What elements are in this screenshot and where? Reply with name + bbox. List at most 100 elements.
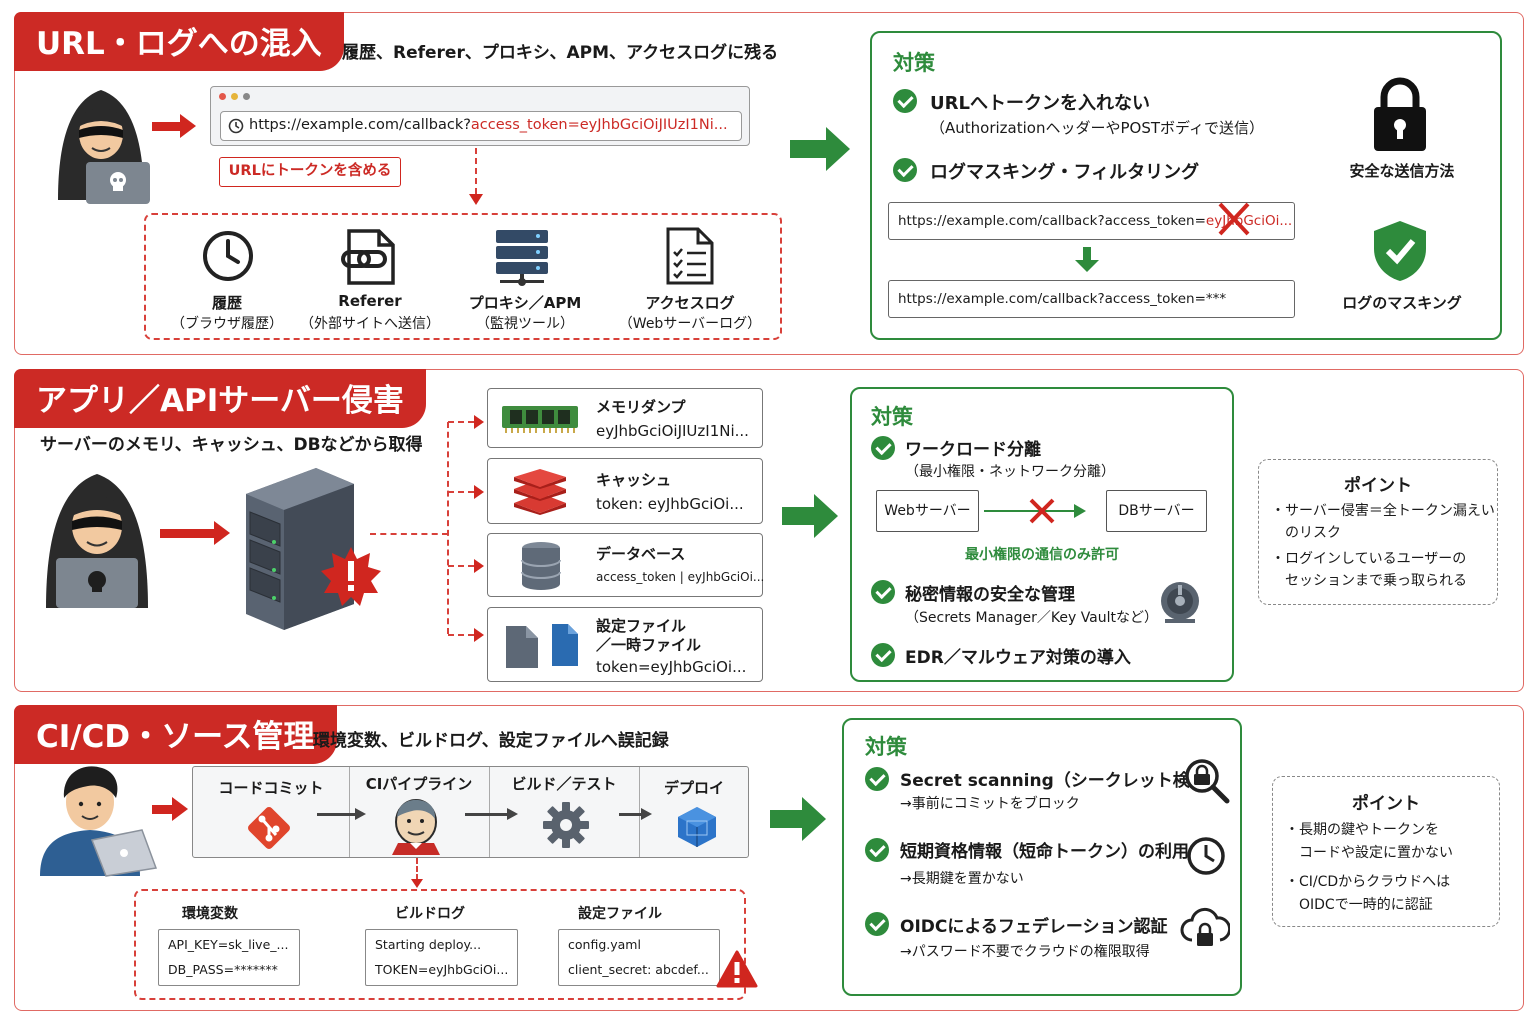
store-memory-dump: メモリダンプ eyJhbGciOiJIUzI1Ni... (487, 388, 763, 448)
point-2-line-4: セッションまで乗っ取られる (1271, 573, 1467, 589)
leak-connector (475, 148, 477, 194)
file-icon (506, 624, 578, 668)
attack-arrow-2 (160, 521, 230, 545)
hacker-icon (46, 474, 148, 608)
point-3-line-1: ・長期の鍵やトークンを (1285, 822, 1439, 838)
flow-arrowhead (355, 808, 366, 820)
network-arrowhead (1074, 504, 1086, 518)
store-cache-value: token: eyJhbGciOi... (596, 495, 744, 513)
measures-title-2: 対策 (871, 405, 913, 429)
measure-short-lived-sub: →長期鍵を置かない (900, 871, 1024, 887)
store-db-title: データベース (596, 545, 686, 563)
branch-arrowhead (474, 559, 484, 573)
vault-icon (1161, 582, 1199, 623)
point-title-3: ポイント (1352, 794, 1420, 814)
check-icon (865, 912, 889, 936)
jenkins-icon (392, 799, 440, 855)
measure-secret-sub: （Secrets Manager／Key Vaultなど） (905, 610, 1159, 626)
blocked-cross-icon (1029, 498, 1055, 524)
to-measures-arrow-2 (782, 494, 838, 538)
url-base: https://example.com/callback? (249, 117, 471, 133)
browser-window: https://example.com/callback?access_toke… (210, 86, 750, 146)
flow-arrow (619, 813, 643, 816)
alert-burst-icon (321, 547, 381, 606)
store-database: データベース access_token | eyJhbGciOi... (487, 533, 765, 597)
measure-log-masking: ログマスキング・フィルタリング (930, 162, 1200, 183)
branch-arrowhead (474, 628, 484, 642)
store-branch (448, 491, 474, 493)
server-rack-icon (496, 230, 548, 286)
measure-workload-isolation: ワークロード分離 (905, 440, 1041, 460)
web-server-box: Webサーバー (876, 490, 979, 532)
measures-box-2: 対策 ワークロード分離 （最小権限・ネットワーク分離） Webサーバー DBサー… (850, 387, 1234, 682)
flow-arrow (317, 813, 357, 816)
measure-workload-sub: （最小権限・ネットワーク分離） (905, 464, 1115, 480)
cube-icon (678, 807, 716, 847)
leak-buildlog-line1: Starting deploy... (375, 937, 482, 952)
measure-oidc-sub: →パスワード不要でクラウドの権限取得 (900, 944, 1150, 960)
pipeline: コードコミット CIパイプライン ビルド／テスト デプロイ (192, 766, 749, 858)
url-before-masking: https://example.com/callback?access_toke… (888, 202, 1295, 240)
branch-arrowhead (474, 485, 484, 499)
measure-no-url-token-sub: （AuthorizationヘッダーやPOSTボディで送信） (930, 119, 1264, 137)
to-measures-arrow-1 (790, 127, 850, 171)
leak-buildlog-box: Starting deploy... TOKEN=eyJhbGciOi... (365, 929, 518, 986)
url-after-masking: https://example.com/callback?access_toke… (888, 280, 1295, 318)
pipeline-commit-label: コードコミット (218, 779, 324, 797)
clock-icon (1187, 837, 1225, 875)
section-cicd: CI/CD・ソース管理 (14, 705, 1524, 1011)
measure-secret-scanning: Secret scanning（シークレット検出） (900, 771, 1224, 791)
leak-config-box: config.yaml client_secret: abcdef... (558, 929, 720, 986)
warning-icon (716, 950, 758, 988)
item-accesslog-sub: （Webサーバーログ） (618, 316, 762, 332)
store-connector (370, 533, 448, 535)
link-document-icon (341, 229, 395, 285)
pipeline-divider (489, 767, 490, 857)
memory-icon (502, 406, 578, 433)
address-bar[interactable]: https://example.com/callback?access_toke… (220, 111, 742, 141)
pipeline-build-label: ビルド／テスト (511, 775, 617, 793)
checklist-icon (666, 227, 714, 285)
store-db-value: access_token | eyJhbGciOi... (596, 570, 765, 584)
clock-icon (203, 231, 253, 281)
item-history-sub: （ブラウザ履歴） (171, 316, 283, 332)
leak-envvar-line1: API_KEY=sk_live_... (168, 937, 289, 952)
cross-icon (1218, 202, 1250, 236)
item-referer-sub: （外部サイトへ送信） (300, 316, 440, 332)
measures-title-1: 対策 (893, 51, 935, 75)
section3-title: CI/CD・ソース管理 (14, 705, 337, 764)
leak-config-line2: client_secret: abcdef... (568, 962, 709, 977)
section-server-compromise: アプリ／APIサーバー侵害 (14, 369, 1524, 692)
point-title-2: ポイント (1344, 476, 1412, 496)
item-proxy-label: プロキシ／APM (468, 294, 582, 312)
section2-title: アプリ／APIサーバー侵害 (14, 369, 426, 428)
branch-arrowhead (474, 415, 484, 429)
point-2-line-3: ・ログインしているユーザーの (1271, 551, 1467, 567)
measure-secret-scanning-sub: →事前にコミットをブロック (900, 796, 1080, 812)
network-link (984, 510, 1074, 512)
measure-short-lived-creds: 短期資格情報（短命トークン）の利用 (900, 842, 1189, 862)
store-connector-trunk (447, 422, 449, 634)
store-branch (448, 565, 474, 567)
check-icon (871, 580, 895, 604)
point-3-line-3: ・CI/CDからクラウドへは (1285, 874, 1451, 890)
pipeline-ci-label: CIパイプライン (365, 775, 473, 793)
attack-arrow-3 (152, 797, 188, 821)
store-branch (448, 634, 474, 636)
gear-icon (543, 802, 589, 848)
measures-box-3: 対策 Secret scanning（シークレット検出） →事前にコミットをブロ… (842, 718, 1242, 996)
point-2-line-1: ・サーバー侵害＝全トークン漏えい (1271, 503, 1495, 519)
point-box-3: ポイント ・長期の鍵やトークンを コードや設定に置かない ・CI/CDからクラウ… (1272, 776, 1500, 927)
cloud-lock-icon (1180, 907, 1230, 946)
attack-arrow-1 (152, 114, 196, 138)
cache-icon (514, 469, 566, 515)
measure-no-url-token: URLへトークンを入れない (930, 93, 1150, 114)
point-3-line-2: コードや設定に置かない (1285, 845, 1453, 861)
item-referer-label: Referer (338, 292, 402, 310)
lock-search-icon (1185, 759, 1230, 804)
item-history-label: 履歴 (211, 294, 242, 312)
point-box-2: ポイント ・サーバー侵害＝全トークン漏えい のリスク ・ログインしているユーザー… (1258, 459, 1498, 605)
ci-leak-destinations (134, 889, 746, 1000)
section1-title: URL・ログへの混入 (14, 12, 344, 71)
store-cache: キャッシュ token: eyJhbGciOi... (487, 458, 763, 524)
